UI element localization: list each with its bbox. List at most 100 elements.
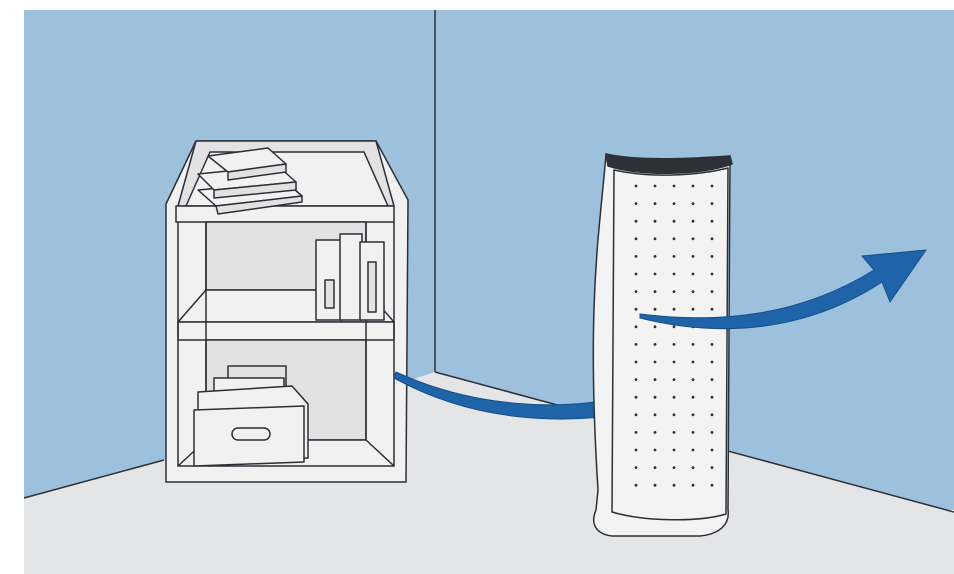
- bin-handle: [231, 427, 271, 441]
- grille-dot: [691, 343, 695, 346]
- grille-dot: [672, 360, 676, 364]
- grille-dot: [691, 378, 695, 381]
- grille-dot: [691, 307, 695, 311]
- grille-dot: [691, 255, 695, 258]
- grille-dot: [672, 448, 676, 452]
- grille-dot: [672, 378, 676, 381]
- grille-dot: [634, 290, 638, 293]
- grille-dot: [710, 307, 714, 311]
- grille-dot: [691, 395, 695, 399]
- grille-dot: [691, 448, 695, 452]
- grille-dot: [653, 202, 657, 206]
- grille-dot: [634, 237, 638, 241]
- grille-dot: [710, 255, 714, 258]
- airflow-out-arrow-icon: [639, 249, 928, 330]
- grille-dot: [653, 466, 657, 469]
- grille-dot: [653, 448, 657, 452]
- grille-dot: [710, 272, 714, 276]
- grille-dot: [710, 378, 714, 381]
- grille-dot: [691, 413, 695, 417]
- upright-binders: [315, 233, 385, 321]
- grille-dot: [672, 184, 676, 188]
- storage-bin: [193, 365, 309, 467]
- grille-dot: [653, 413, 657, 417]
- grille-dot: [710, 219, 714, 223]
- grille-dot: [672, 325, 676, 329]
- grille-dot: [691, 290, 695, 293]
- grille-dot: [691, 483, 695, 487]
- grille-dot: [634, 307, 638, 311]
- grille-dot: [710, 413, 714, 417]
- grille-dot: [634, 343, 638, 346]
- bookshelf-top-rail: [175, 205, 395, 223]
- grille-dot: [634, 325, 638, 329]
- grille-dot: [691, 360, 695, 364]
- grille-dot: [634, 202, 638, 206]
- book-top-side: [227, 163, 287, 181]
- grille-dot: [672, 413, 676, 417]
- grille-dot: [691, 219, 695, 223]
- grille-dot: [710, 290, 714, 293]
- book-bottom-side: [215, 195, 303, 215]
- grille-dot: [653, 378, 657, 381]
- grille-dot: [672, 483, 676, 487]
- grille-dot: [653, 237, 657, 241]
- binder-1-label: [324, 279, 335, 309]
- grille-dot: [672, 395, 676, 399]
- purifier-grille-dots: [634, 184, 714, 487]
- grille-dot: [672, 466, 676, 469]
- grille-dot: [653, 272, 657, 276]
- grille-dot: [634, 219, 638, 223]
- grille-dot: [653, 219, 657, 223]
- grille-dot: [634, 413, 638, 417]
- grille-dot: [672, 219, 676, 223]
- air-purifier-icon: [592, 153, 733, 537]
- grille-dot: [653, 307, 657, 311]
- grille-dot: [672, 343, 676, 346]
- grille-dot: [672, 431, 676, 434]
- grille-dot: [653, 483, 657, 487]
- grille-dot: [710, 360, 714, 364]
- grille-dot: [691, 431, 695, 434]
- grille-dot: [653, 431, 657, 434]
- grille-dot: [672, 290, 676, 293]
- grille-dot: [710, 483, 714, 487]
- grille-dot: [672, 237, 676, 241]
- grille-dot: [653, 343, 657, 346]
- grille-dot: [710, 184, 714, 188]
- grille-dot: [634, 360, 638, 364]
- grille-dot: [634, 255, 638, 258]
- grille-dot: [634, 466, 638, 469]
- grille-dot: [653, 325, 657, 329]
- grille-dot: [710, 448, 714, 452]
- grille-dot: [634, 431, 638, 434]
- grille-dot: [691, 184, 695, 188]
- grille-dot: [634, 483, 638, 487]
- grille-dot: [710, 343, 714, 346]
- grille-dot: [653, 184, 657, 188]
- binder-3-label: [367, 261, 377, 313]
- grille-dot: [691, 272, 695, 276]
- grille-dot: [653, 360, 657, 364]
- grille-dot: [672, 307, 676, 311]
- grille-dot: [634, 184, 638, 188]
- grille-dot: [710, 395, 714, 399]
- grille-dot: [691, 202, 695, 206]
- book-mid-side: [213, 181, 297, 199]
- grille-dot: [672, 255, 676, 258]
- grille-dot: [710, 466, 714, 469]
- floor-edge-left: [23, 459, 165, 499]
- purifier-front-panel: [611, 167, 729, 521]
- grille-dot: [653, 395, 657, 399]
- stacked-books: [197, 147, 303, 215]
- grille-dot: [672, 272, 676, 276]
- grille-dot: [634, 378, 638, 381]
- grille-dot: [710, 237, 714, 241]
- binder-2: [339, 233, 363, 321]
- grille-dot: [634, 448, 638, 452]
- grille-dot: [710, 431, 714, 434]
- grille-dot: [653, 255, 657, 258]
- purifier-top-cap: [605, 153, 733, 174]
